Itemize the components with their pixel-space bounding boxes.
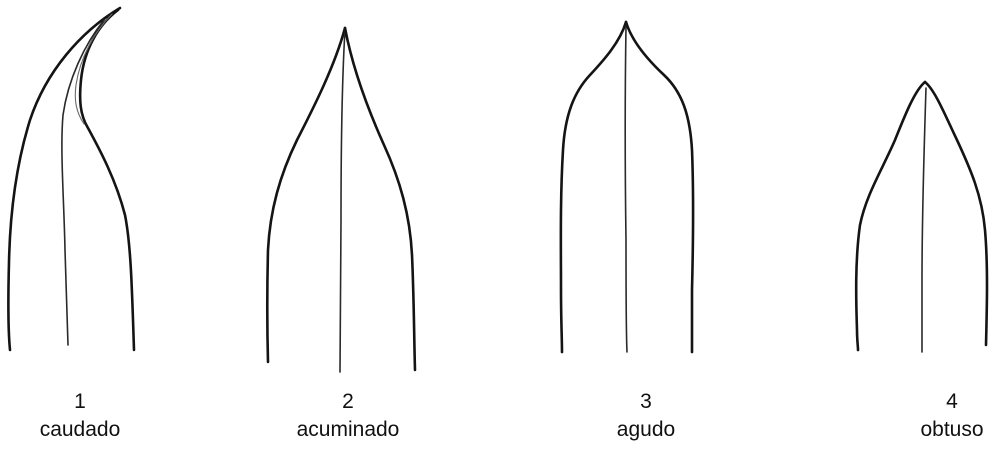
leaf-3-name: agudo bbox=[616, 418, 676, 441]
leaf-2-midrib bbox=[339, 29, 346, 373]
leaf-3-number: 3 bbox=[640, 390, 652, 413]
leaf-1-inner-stroke bbox=[74, 13, 113, 125]
leaf-2-name: acuminado bbox=[296, 418, 400, 441]
leaf-3-right-edge bbox=[624, 20, 695, 354]
leaf-3-midrib bbox=[624, 25, 628, 353]
leaf-4-number: 4 bbox=[946, 390, 958, 413]
leaf-2-acuminado-drawing bbox=[265, 26, 417, 373]
leaf-2-right-edge bbox=[343, 26, 417, 372]
leaf-2-left-edge bbox=[265, 26, 347, 364]
leaf-4-midrib bbox=[921, 87, 927, 353]
leaf-1-number: 1 bbox=[74, 390, 86, 413]
leaf-3-agudo-drawing bbox=[559, 20, 695, 354]
leaf-1-caudado-drawing bbox=[7, 6, 136, 352]
leaf-4-left-edge bbox=[854, 80, 927, 352]
leaf-4-right-edge bbox=[923, 80, 989, 347]
leaf-3-caption: 3 agudo bbox=[576, 388, 716, 444]
leaf-2-caption: 2 acuminado bbox=[278, 388, 418, 444]
leaf-2-number: 2 bbox=[342, 390, 354, 413]
leaf-1-left-edge bbox=[7, 6, 122, 352]
leaf-1-caption: 1 caudado bbox=[10, 388, 150, 444]
leaf-3-left-edge bbox=[559, 20, 628, 354]
leaf-1-midrib bbox=[61, 19, 105, 346]
leaf-1-right-edge bbox=[78, 8, 136, 352]
leaf-4-obtuso-drawing bbox=[854, 80, 989, 353]
leaf-4-name: obtuso bbox=[920, 418, 984, 441]
leaf-4-caption: 4 obtuso bbox=[882, 388, 992, 444]
leaf-1-name: caudado bbox=[39, 418, 121, 441]
